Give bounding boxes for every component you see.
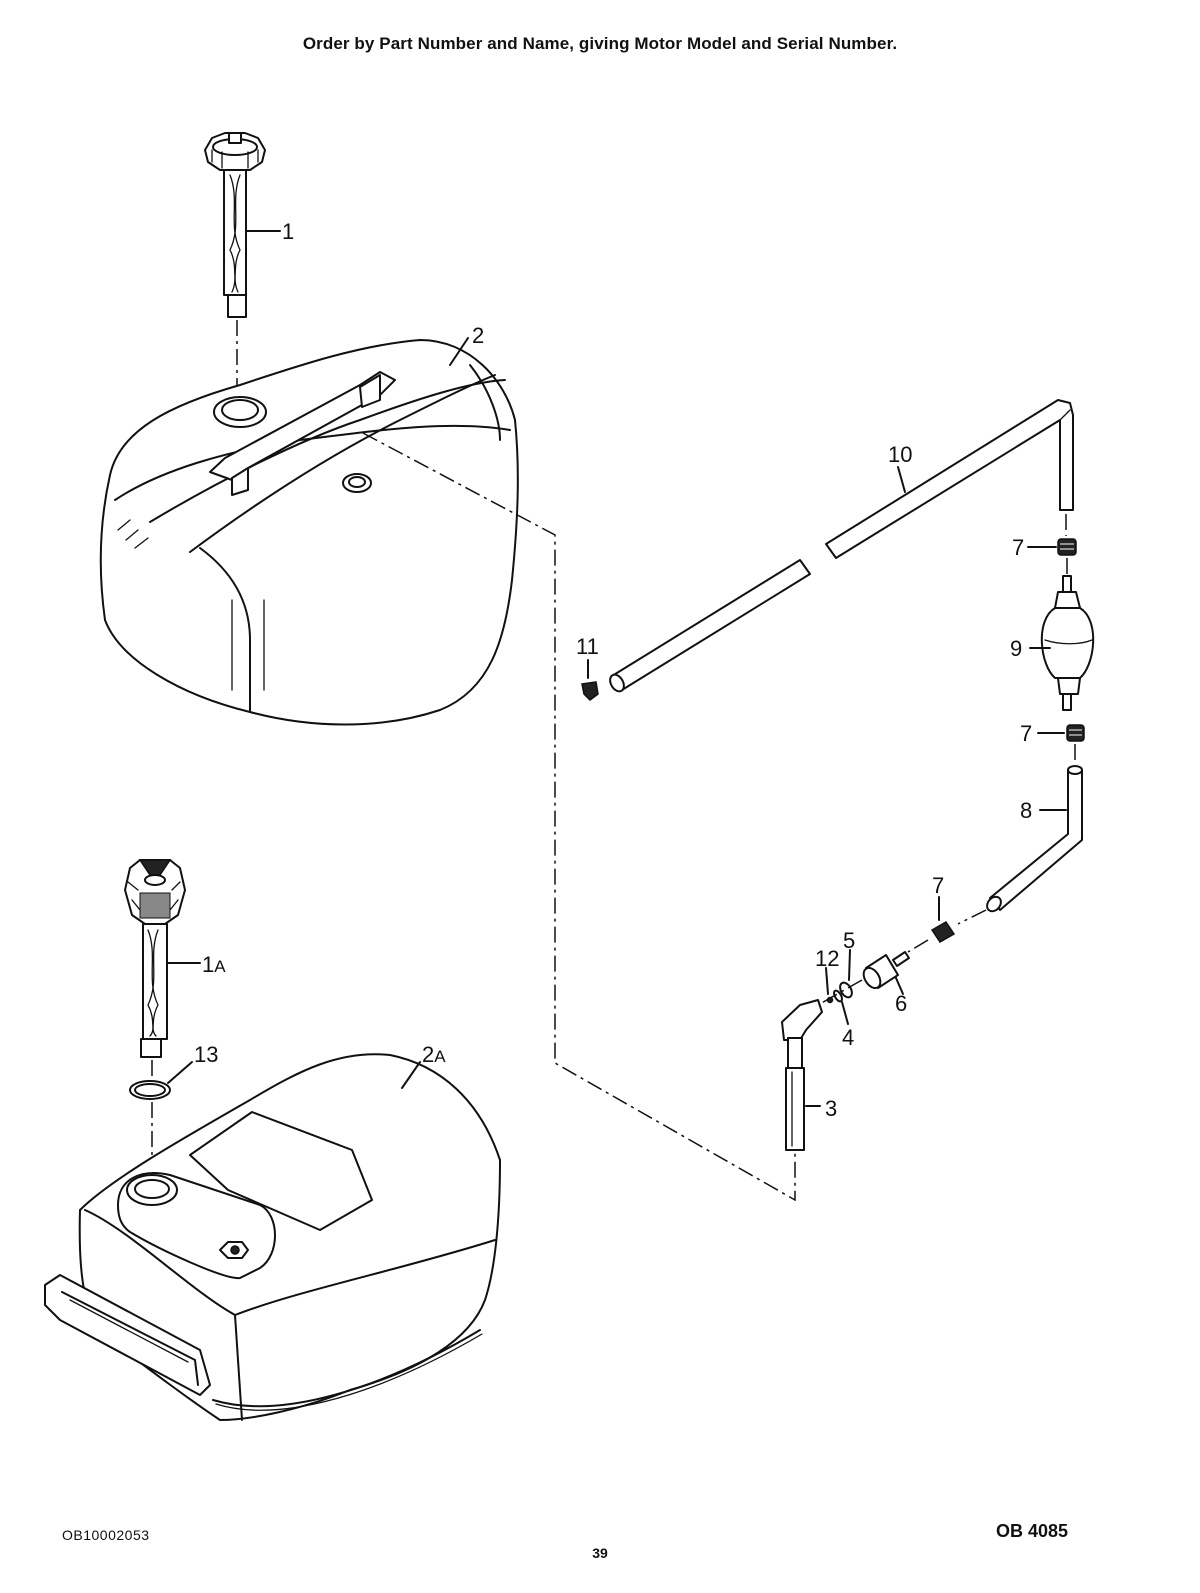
callout-10: 10 [888,442,912,467]
callout-11: 11 [576,634,599,659]
leader-tank-to-pickup [362,432,796,1202]
part-2a-fuel-tank [44,1053,501,1421]
callout-8: 8 [1020,798,1032,823]
callout-2a: 2A [422,1042,446,1067]
callout-1a: 1A [202,952,226,977]
callout-3: 3 [825,1096,837,1121]
part-7-connector-low [930,896,956,943]
part-1-fuel-gauge-cap [204,132,281,318]
part-1a-fuel-gauge [124,859,201,1058]
part-13-o-ring [129,1061,193,1100]
part-2-fuel-tank [99,337,519,726]
part-3-pickup-tube [781,999,823,1151]
callout-2: 2 [472,323,484,348]
callout-13: 13 [194,1042,218,1067]
part-10-fuel-hose [609,399,1074,693]
callout-12: 12 [815,946,839,971]
part-6-fuel-connector [862,951,910,995]
part-8-short-hose [986,765,1083,913]
callout-1: 1 [282,219,294,244]
part-11-hose-clamp [581,659,599,701]
callout-7-mid: 7 [1020,721,1032,746]
page-number: 39 [592,1545,608,1561]
part-5-o-ring [839,949,853,999]
order-instruction: Order by Part Number and Name, giving Mo… [302,34,898,53]
part-7-connector-top [1027,538,1077,556]
callout-7-top: 7 [1012,535,1024,560]
callout-6: 6 [895,991,907,1016]
callout-9: 9 [1010,636,1022,661]
callout-4: 4 [842,1025,854,1050]
document-code: OB10002053 [62,1527,150,1543]
part-4-washer [833,989,849,1025]
callout-5: 5 [843,928,855,953]
figure-code: OB 4085 [996,1521,1069,1541]
part-9-primer-bulb [1029,575,1095,711]
part-7-connector-mid [1037,724,1085,742]
callout-7-low: 7 [932,873,944,898]
